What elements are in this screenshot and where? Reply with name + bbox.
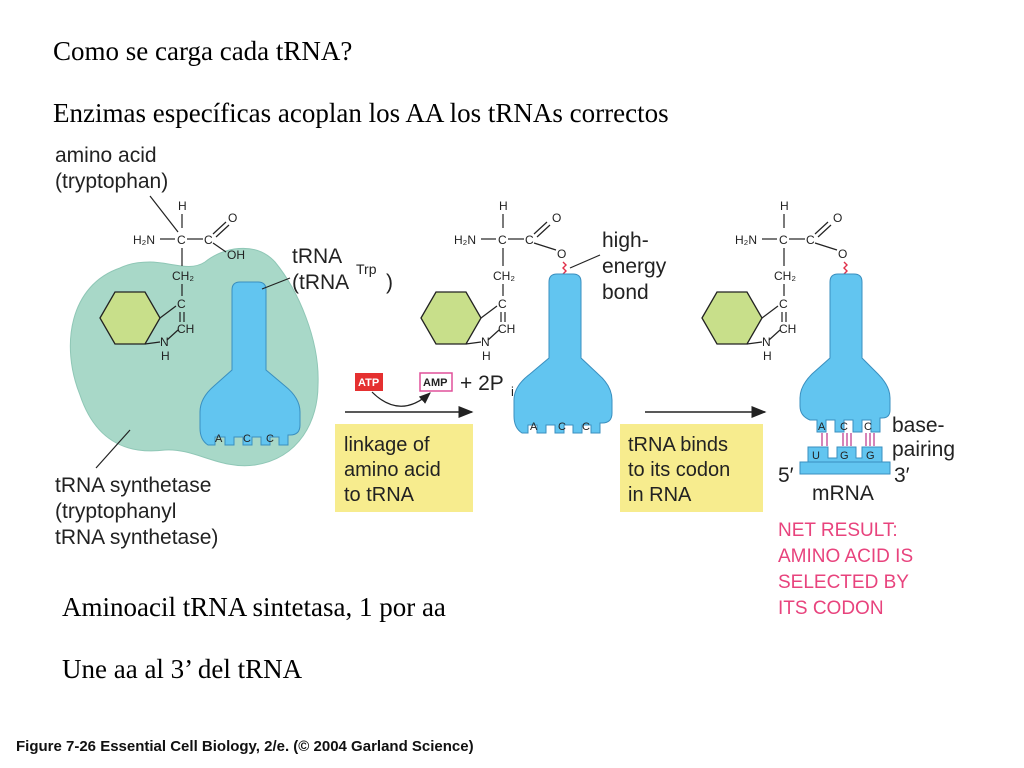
figure-caption: Figure 7-26 Essential Cell Biology, 2/e.… — [16, 738, 474, 755]
tryptophan-molecule-1: H H₂N C C O OH CH₂ C CH N H — [99, 199, 245, 363]
label-5-prime: 5′ — [778, 464, 794, 487]
svg-text:energy: energy — [602, 255, 667, 278]
svg-text:ATP: ATP — [358, 377, 379, 389]
label-trna-trp: (tRNA — [292, 271, 349, 294]
svg-text:C: C — [779, 233, 788, 247]
label-2pi: + 2P — [460, 372, 504, 395]
svg-text:G: G — [866, 450, 875, 462]
trna-1: A C C — [199, 281, 301, 446]
svg-text:H₂N: H₂N — [454, 233, 476, 247]
svg-text:O: O — [228, 211, 237, 225]
codon-binding-box — [620, 424, 763, 512]
label-base-pairing: base- — [892, 414, 945, 437]
svg-text:C: C — [177, 297, 186, 311]
amp-badge — [419, 372, 453, 392]
svg-text:A: A — [818, 421, 826, 433]
svg-text:N: N — [762, 335, 771, 349]
svg-text:C: C — [779, 297, 788, 311]
svg-text:C: C — [864, 421, 872, 433]
svg-text:C: C — [498, 233, 507, 247]
svg-text:): ) — [386, 271, 393, 294]
label-synthetase: tRNA synthetase — [55, 474, 211, 497]
svg-text:C: C — [498, 297, 507, 311]
svg-text:AMP: AMP — [423, 377, 447, 389]
label-trna-synthetase: tRNA synthetase) — [55, 526, 218, 549]
net-result-line1: NET RESULT: — [778, 520, 898, 541]
svg-text:H₂N: H₂N — [735, 233, 757, 247]
svg-text:CH: CH — [177, 322, 194, 336]
svg-text:H: H — [763, 349, 772, 363]
svg-text:C: C — [806, 233, 815, 247]
svg-text:CH₂: CH₂ — [774, 269, 796, 283]
svg-text:ITS CODON: ITS CODON — [778, 598, 884, 619]
svg-text:C: C — [243, 433, 251, 445]
svg-text:H: H — [178, 199, 187, 213]
svg-text:amino acid: amino acid — [344, 459, 441, 481]
label-high-energy: high- — [602, 229, 649, 252]
svg-text:C: C — [840, 421, 848, 433]
label-tryptophan: (tryptophan) — [55, 170, 168, 193]
svg-text:C: C — [266, 433, 274, 445]
svg-text:SELECTED BY: SELECTED BY — [778, 572, 909, 593]
svg-text:O: O — [557, 247, 566, 261]
svg-text:C: C — [558, 421, 566, 433]
trna-3: A C C — [799, 273, 891, 446]
mrna: U G G — [799, 446, 891, 475]
tryptophan-molecule-2: H H₂N C C O O CH₂ C CH N H — [420, 199, 567, 363]
slide-question: Como se carga cada tRNA? — [53, 36, 353, 66]
svg-text:C: C — [525, 233, 534, 247]
svg-text:O: O — [838, 247, 847, 261]
svg-text:i: i — [511, 384, 514, 399]
svg-text:O: O — [833, 211, 842, 225]
svg-text:bond: bond — [602, 281, 649, 304]
trna-2: A C C — [513, 273, 613, 434]
svg-text:H₂N: H₂N — [133, 233, 155, 247]
svg-text:to its codon: to its codon — [628, 459, 730, 481]
label-trp-superscript: Trp — [356, 261, 377, 277]
svg-text:A: A — [530, 421, 538, 433]
svg-text:H: H — [780, 199, 789, 213]
svg-text:N: N — [481, 335, 490, 349]
svg-text:OH: OH — [227, 248, 245, 262]
svg-text:H: H — [161, 349, 170, 363]
svg-text:U: U — [812, 450, 820, 462]
svg-text:to tRNA: to tRNA — [344, 484, 415, 506]
svg-text:tRNA binds: tRNA binds — [628, 434, 728, 456]
svg-text:CH: CH — [779, 322, 796, 336]
label-tryptophanyl: (tryptophanyl — [55, 500, 176, 523]
svg-text:G: G — [840, 450, 849, 462]
tryptophan-molecule-3: H H₂N C C O O CH₂ C CH N H — [701, 199, 848, 363]
svg-text:pairing: pairing — [892, 438, 955, 461]
linkage-box — [335, 424, 473, 512]
svg-text:CH: CH — [498, 322, 515, 336]
svg-text:linkage of: linkage of — [344, 434, 430, 456]
svg-text:N: N — [160, 335, 169, 349]
note-attach: Une aa al 3’ del tRNA — [62, 654, 303, 684]
note-enzyme: Aminoacil tRNA sintetasa, 1 por aa — [62, 592, 446, 622]
svg-text:O: O — [552, 211, 561, 225]
svg-text:C: C — [582, 421, 590, 433]
svg-text:H: H — [499, 199, 508, 213]
slide-statement: Enzimas específicas acoplan los AA los t… — [53, 98, 669, 128]
svg-text:A: A — [215, 433, 223, 445]
svg-text:C: C — [204, 233, 213, 247]
svg-text:C: C — [177, 233, 186, 247]
label-trna: tRNA — [292, 245, 342, 268]
svg-text:H: H — [482, 349, 491, 363]
label-amino-acid: amino acid — [55, 144, 157, 167]
svg-text:in RNA: in RNA — [628, 484, 692, 506]
svg-text:AMINO ACID IS: AMINO ACID IS — [778, 546, 913, 567]
label-3-prime: 3′ — [894, 464, 910, 487]
label-mrna: mRNA — [812, 482, 874, 505]
svg-text:CH₂: CH₂ — [172, 269, 194, 283]
svg-text:CH₂: CH₂ — [493, 269, 515, 283]
atp-badge — [355, 373, 383, 391]
